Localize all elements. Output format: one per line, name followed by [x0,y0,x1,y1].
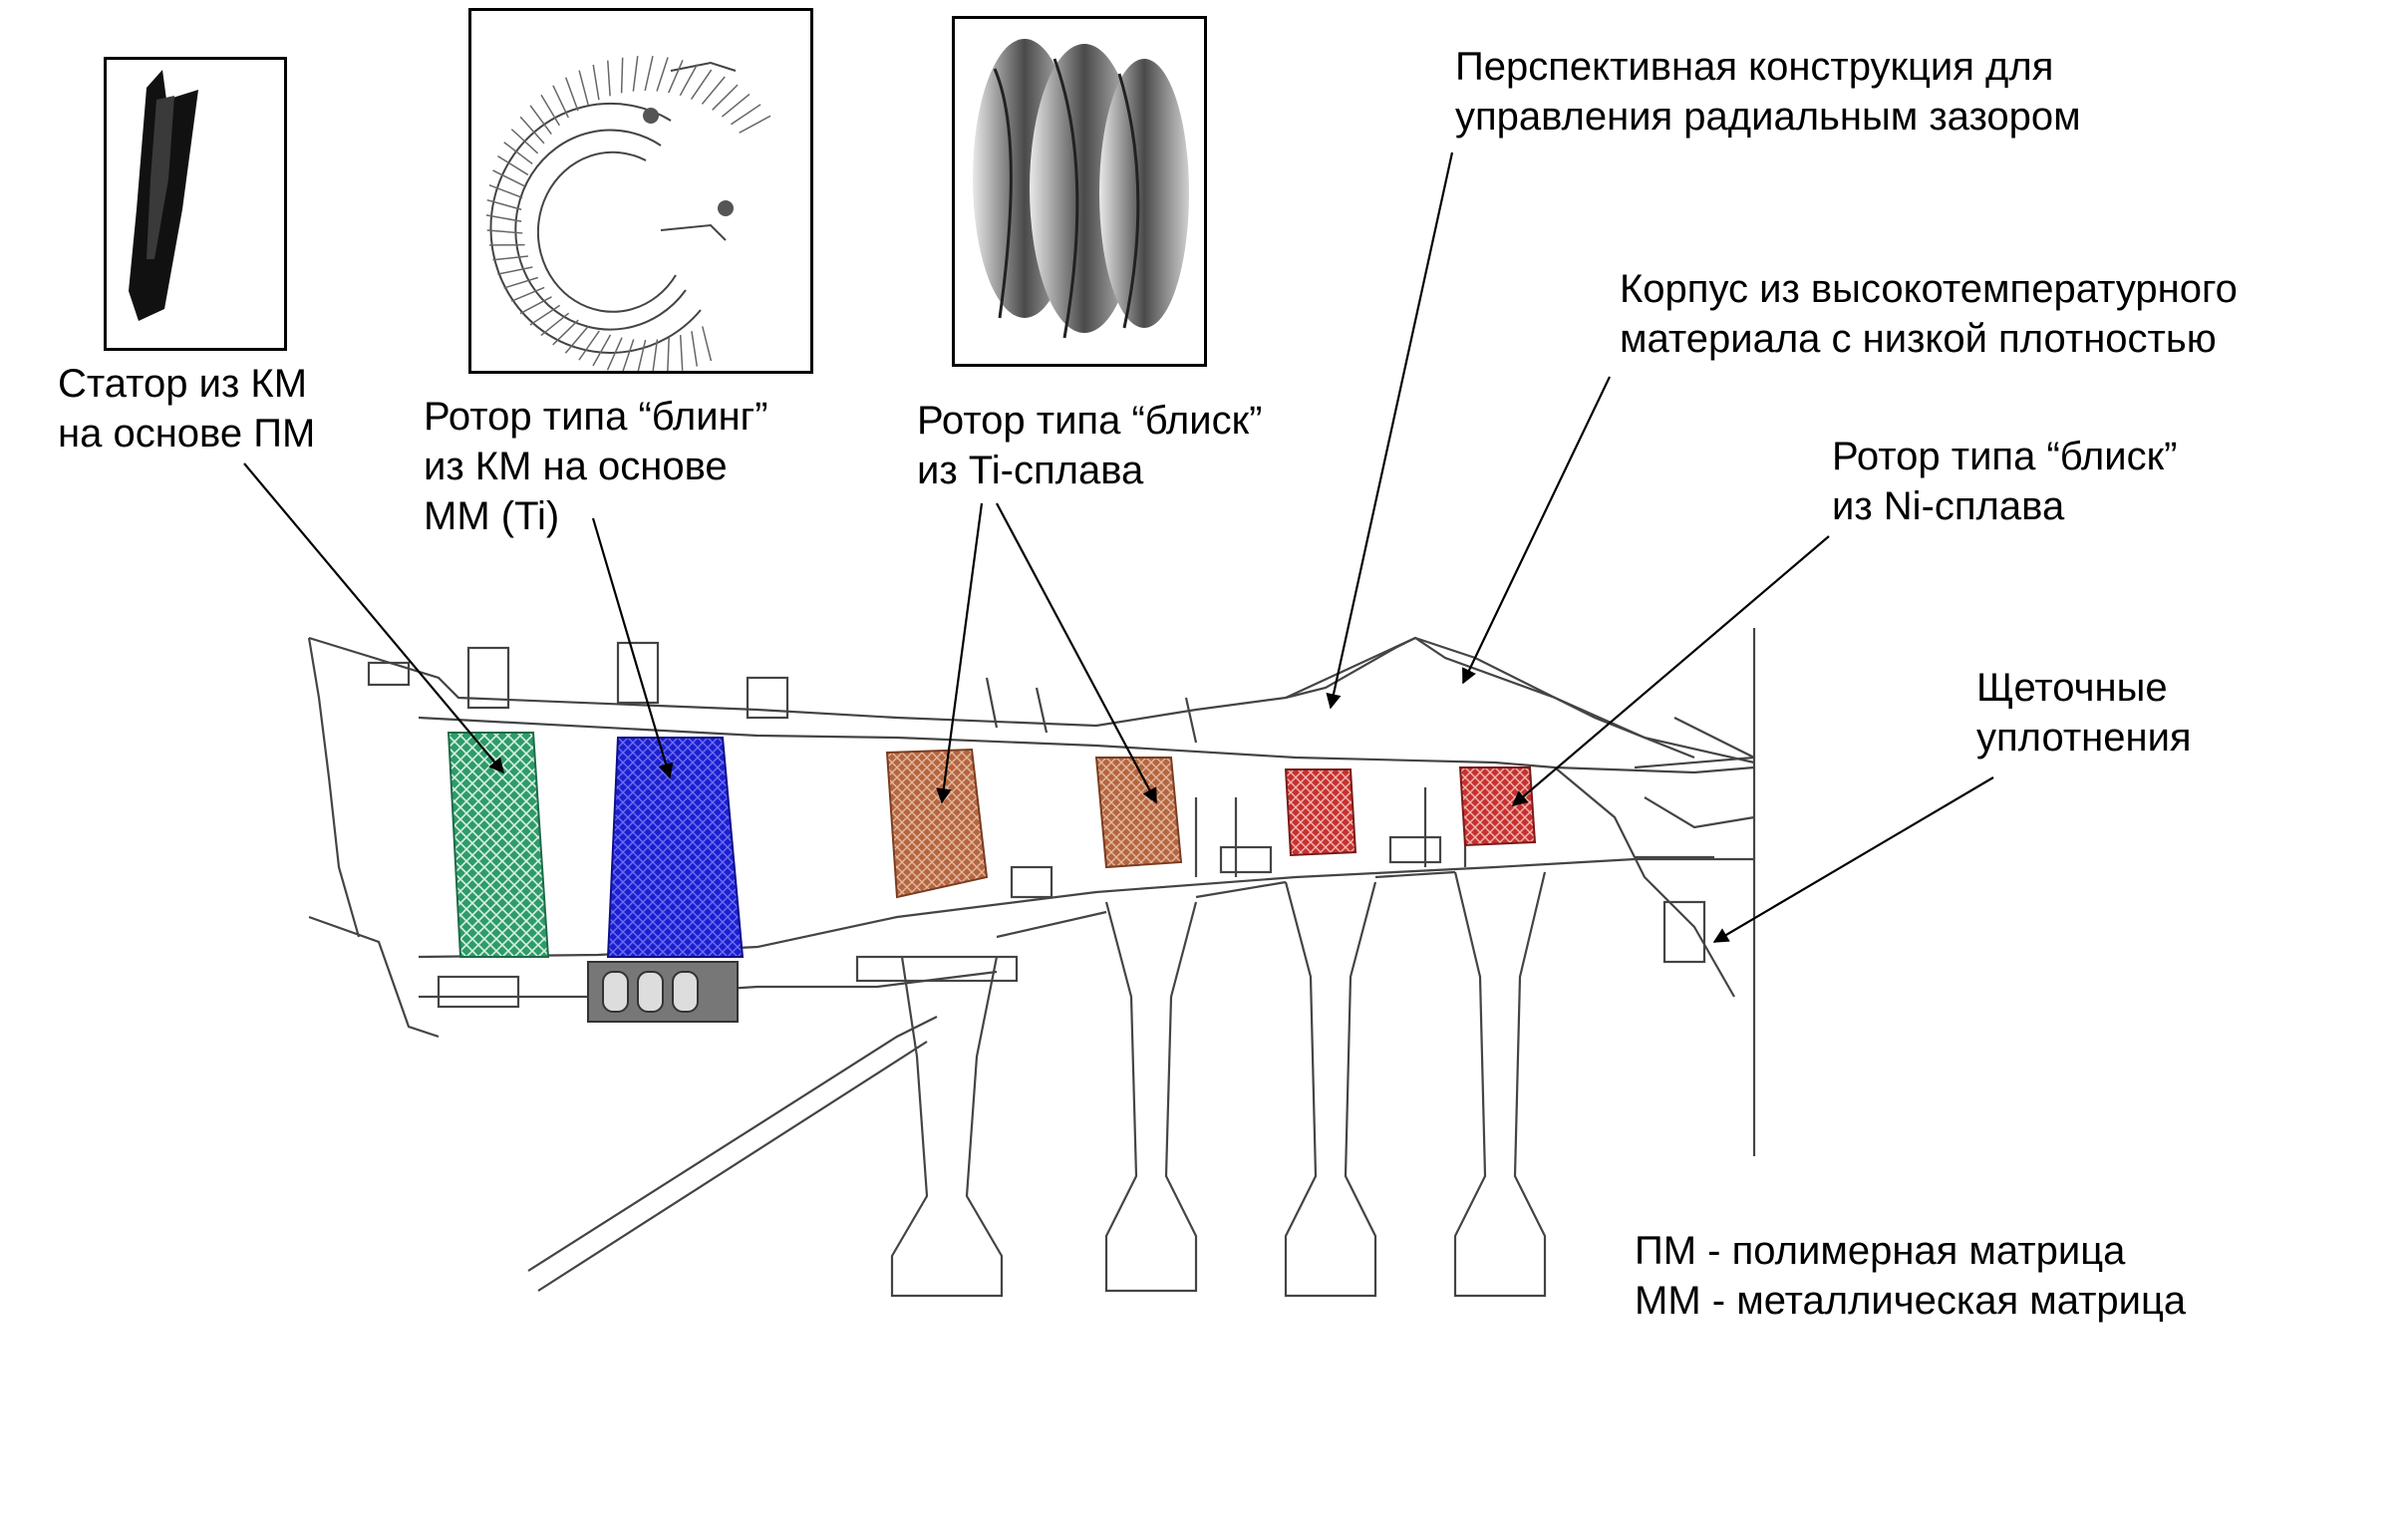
stator-blade-green [447,732,550,958]
label-casing: Корпус из высокотемпературного материала… [1620,267,2238,361]
blisk-photo [952,16,1207,367]
leader-lines [243,152,1994,943]
blisk-ti-blade-1 [885,748,989,899]
bling-blade-blue [606,737,745,958]
stator-blade-photo [104,57,287,351]
label-brush-seals: Щеточные уплотнения [1976,666,2192,760]
label-bling-rotor: Ротор типа “блинг” из КМ на основе ММ (T… [424,395,768,538]
casing-outline [307,628,1756,1298]
seal-box [587,961,739,1023]
blisk-ni-blade-1 [1284,768,1357,857]
label-blisk-ni: Ротор типа “блиск” из Ni-сплава [1832,435,2178,528]
label-clearance-control: Перспективная конструкция для управления… [1455,45,2081,139]
blisk-ni-blade-2 [1458,766,1537,847]
bling-rotor-drawing [468,8,813,374]
legend-abbreviations: ПМ - полимерная матрица ММ - металлическ… [1635,1229,2187,1323]
blisk-ti-blade-2 [1094,757,1183,869]
label-stator: Статор из КМ на основе ПМ [58,362,316,456]
label-blisk-ti: Ротор типа “блиск” из Ti-сплава [917,399,1263,492]
